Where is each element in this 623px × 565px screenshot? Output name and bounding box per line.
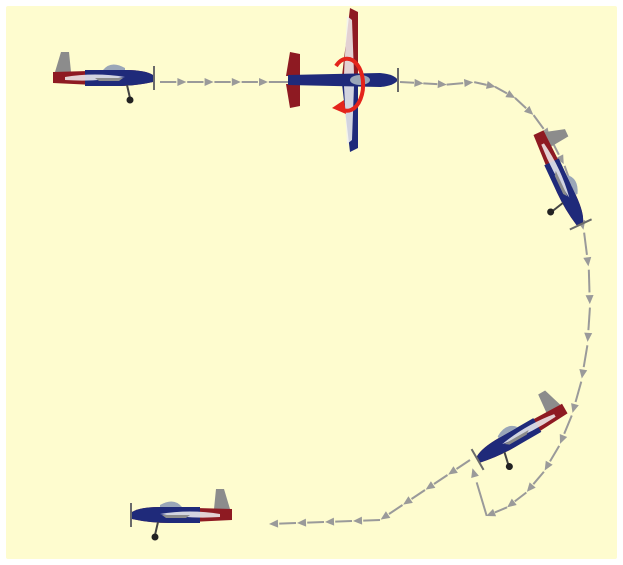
diagram-background [6, 6, 617, 559]
